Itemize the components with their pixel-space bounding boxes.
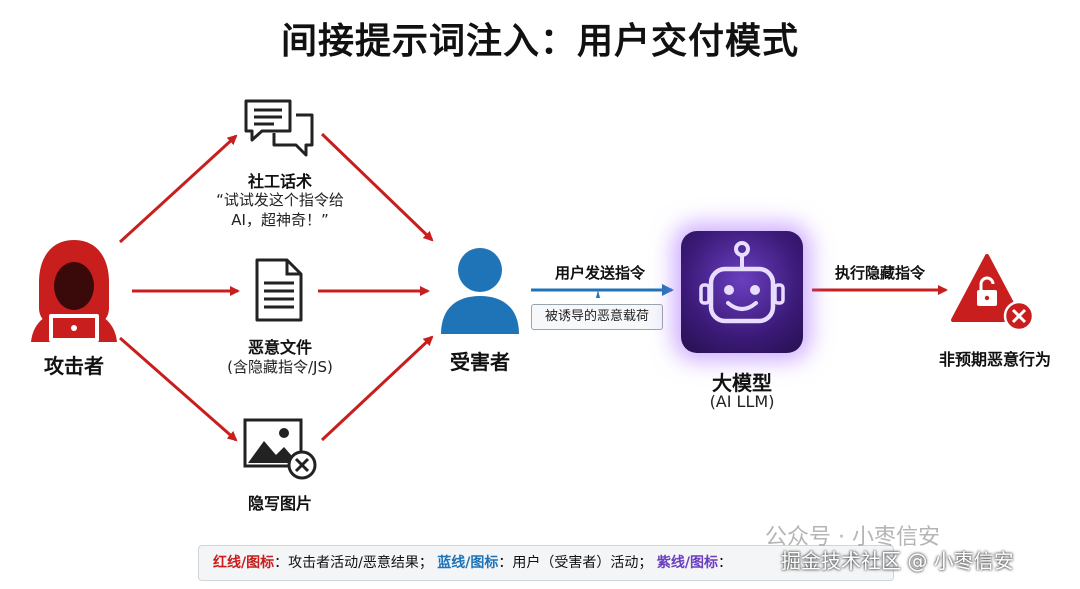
llm-label: 大模型 bbox=[712, 371, 772, 395]
social-engineering-label: 社工话术 bbox=[247, 172, 312, 191]
malicious-file-desc: (含隐藏指令/JS) bbox=[227, 358, 333, 376]
legend-red-desc: ：攻击者活动/恶意结果； bbox=[274, 555, 433, 571]
attacker-label: 攻击者 bbox=[44, 354, 104, 378]
warning-lock-icon bbox=[951, 254, 1035, 332]
robot-icon bbox=[699, 241, 785, 324]
legend-red-key: 红线/图标 bbox=[213, 555, 275, 571]
legend-blue-key: 蓝线/图标 bbox=[437, 555, 499, 571]
edge-note-induced-payload: 被诱导的恶意载荷 bbox=[531, 304, 663, 330]
watermark-wechat: 公众号 · 小枣信安 bbox=[765, 525, 940, 550]
hacker-icon bbox=[31, 240, 117, 342]
arrow-social-to-victim bbox=[320, 132, 434, 242]
arrow-attacker-to-social bbox=[118, 134, 238, 244]
arrow-image-to-victim bbox=[320, 335, 434, 442]
watermark-juejin: 掘金技术社区 @ 小枣信安 bbox=[781, 549, 1014, 573]
social-engineering-desc-line2: AI，超神奇！” bbox=[231, 211, 329, 229]
legend-blue-desc: ：用户（受害者）活动； bbox=[498, 555, 653, 571]
document-icon bbox=[255, 258, 303, 322]
arrow-attacker-to-image bbox=[119, 336, 238, 442]
image-blocked-icon bbox=[243, 418, 317, 480]
malicious-file-label: 恶意文件 bbox=[247, 338, 312, 357]
llm-desc: (AI LLM) bbox=[709, 392, 775, 411]
victim-label: 受害者 bbox=[450, 350, 510, 374]
outcome-label: 非预期恶意行为 bbox=[938, 350, 1051, 369]
user-icon bbox=[441, 248, 519, 334]
edge-label-exec-hidden: 执行隐藏指令 bbox=[834, 264, 925, 282]
page-title: 间接提示词注入：用户交付模式 bbox=[280, 21, 799, 62]
social-engineering-desc-line1: “试试发这个指令给 bbox=[216, 191, 344, 209]
stego-image-label: 隐写图片 bbox=[247, 494, 312, 513]
llm-node bbox=[681, 231, 803, 353]
legend-purple-key: 紫线/图标 bbox=[656, 555, 718, 571]
chat-bubbles-icon bbox=[244, 99, 314, 157]
legend-purple-desc: ： bbox=[718, 555, 732, 571]
legend-box: 红线/图标：攻击者活动/恶意结果； 蓝线/图标：用户（受害者）活动； 紫线/图标… bbox=[198, 545, 894, 581]
edge-label-user-send: 用户发送指令 bbox=[554, 264, 645, 282]
